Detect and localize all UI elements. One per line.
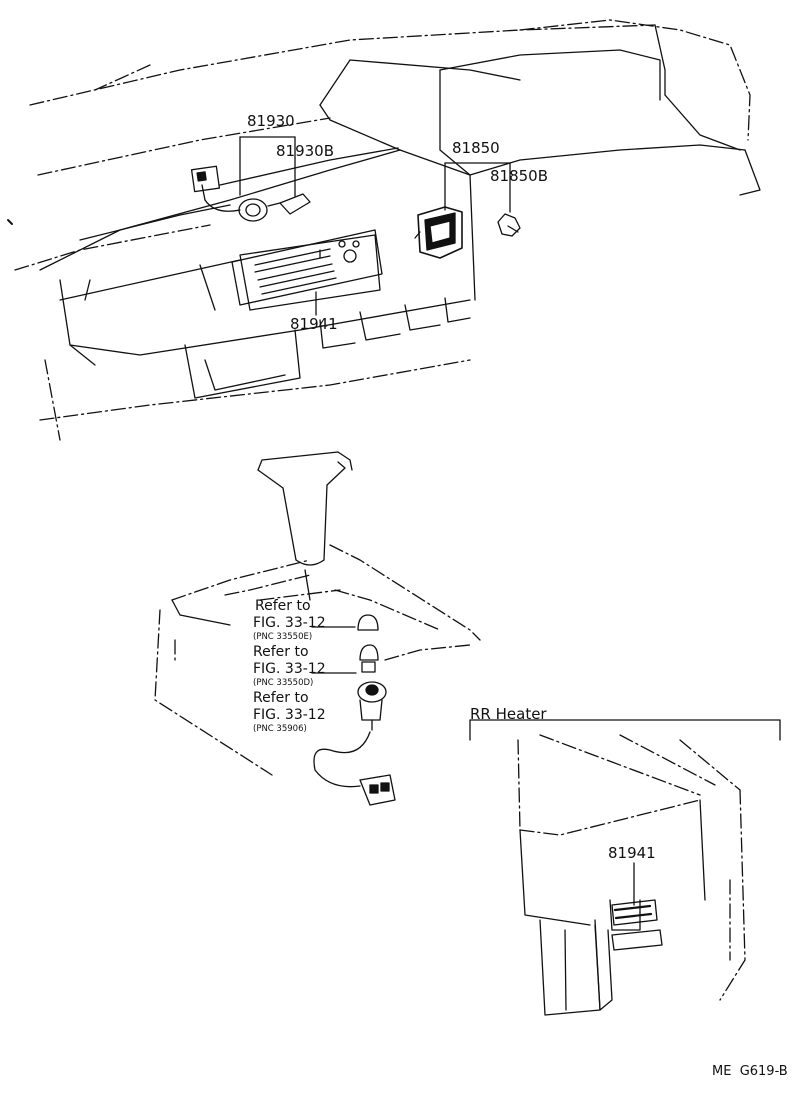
figure-code: ME G619-B [712,1064,788,1079]
bulb-81850B [497,213,521,237]
part-number-81850b: 81850B [490,167,549,185]
refer1-line2: FIG. 33-12 [253,615,326,631]
part-number-81941-dash: 81941 [290,315,338,333]
part-number-81850: 81850 [452,139,500,157]
refer3-line2: FIG. 33-12 [253,707,326,723]
refer2-line1: Refer to [253,644,309,660]
rear-heater-panel [611,899,663,951]
refer2-pnc: (PNC 33550D) [253,678,314,688]
shift-console-drawing [154,451,481,806]
rr-heater-title: RR Heater [470,705,547,723]
console-socket [313,681,396,806]
refer3-pnc: (PNC 35906) [253,724,307,734]
console-bulbs [357,614,379,673]
part-number-81930: 81930 [247,112,295,130]
refer2-line2: FIG. 33-12 [253,661,326,677]
dashboard-drawing [7,19,761,441]
socket-81930 [190,165,268,222]
bulb-81930B [267,193,311,215]
refer1-pnc: (PNC 33550E) [253,632,313,642]
rr-heater-drawing [469,719,781,1016]
refer1-line1: Refer to [255,598,311,614]
switch-81850 [414,206,463,259]
part-number-81941-rear: 81941 [608,844,656,862]
refer3-line1: Refer to [253,690,309,706]
heater-control-panel [231,229,383,306]
part-number-81930b: 81930B [276,142,335,160]
